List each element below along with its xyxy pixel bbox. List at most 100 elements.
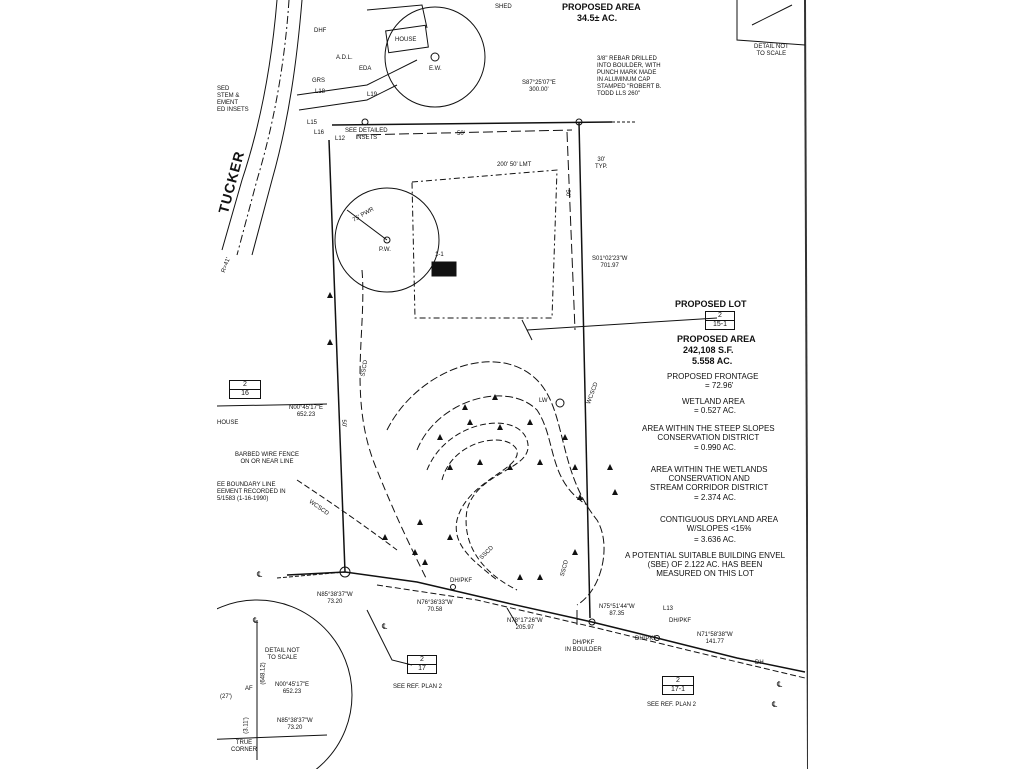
pw-label: P.W. [379,247,391,253]
inset-line-2 [217,734,328,740]
lw-marker [555,398,565,408]
corner-marker-dhpkf3 [588,618,596,626]
inset-af-label: AF [245,686,253,692]
ref-box-1-bottom: 17 [418,665,426,672]
ref-box-2-top: 2 [663,677,693,686]
lot-id-bottom: 15-1 [712,321,727,328]
ref-box-1-top: 2 [408,656,436,665]
ref-plan-2: SEE REF. PLAN 2 [647,702,697,708]
top-area-value: 34.5± AC. [577,13,618,23]
lot-area-heading: PROPOSED AREA [677,334,756,344]
inset-bearing-1: N00°45'17"E 652.23 [275,682,310,695]
ref-plan-1: SEE REF. PLAN 2 [393,684,443,690]
wetland-boundary-inner [416,395,588,506]
setback-east [566,131,576,331]
bearing-top: S87°25'07"E 300.00' [522,80,556,93]
frontage-value: = 72.96' [705,381,734,390]
plan-linework [217,0,808,769]
wetland-stream [296,479,398,551]
detail-top-note: DETAIL NOT TO SCALE [754,44,789,57]
sbe-note: A POTENTIAL SUITABLE BUILDING ENVEL (SBE… [625,551,786,578]
detail-bottom-note: DETAIL NOT TO SCALE [265,648,300,661]
grs-label: GRS [312,78,326,84]
fence-note: BARBED WIRE FENCE ON OR NEAR LINE [235,452,300,465]
dh-end-label: DH [755,660,764,666]
dh-pkf-boulder: DH/PKF IN BOULDER [565,640,602,653]
lmt-label: 200' 50' LMT [497,162,532,168]
dryland-heading: CONTIGUOUS DRYLAND AREA W/SLOPES <15% [660,515,779,533]
bearing-front-5: N71°58'38"W 141.77 [697,632,733,645]
lot-id-box: 2 15-1 [705,311,735,330]
pw-well [383,236,391,244]
inset-dim-1: (648.12) [260,662,267,685]
bearing-front-3: N78°17'26"W 205.97 [507,618,543,631]
bearing-front-2: N76°36'33"W 70.58 [417,600,453,613]
sheet-edge [804,0,808,769]
tucker-road-center [236,0,290,256]
corner-marker-east [575,118,583,126]
lot-label-leader [526,317,718,331]
abutter-line [217,403,328,407]
l13-label: L13 [663,606,674,612]
typ-label: 30' TYP. [595,157,608,170]
frontage-line [286,571,806,673]
tucker-road-edge-1 [221,0,278,251]
centerline-bottom: ℄ [772,700,778,709]
wetland-value: = 0.527 AC. [694,406,737,415]
dh-pkf-1: DH/PKF [450,578,473,584]
house-top-label: HOUSE [395,37,417,43]
lot-line-east [578,121,591,619]
corner-marker-front [339,566,351,578]
bearing-front-4: N75°51'44"W 87.35 [599,604,635,617]
dh-pkf-3: DH/PKF [635,636,658,642]
adl-label: A.D.L. [336,55,353,61]
dhf-label: DHF [314,28,327,34]
centerline-inset: ℄ [253,616,259,625]
frontage-heading: PROPOSED FRONTAGE [667,372,759,381]
wetland-district-heading: AREA WITHIN THE WETLANDS CONSERVATION AN… [650,465,769,492]
tucker-road-edge-2 [251,0,303,256]
house-top-outline [366,4,428,29]
corner-marker-dhpkf2 [654,635,660,641]
detail-top-arrow [751,4,793,26]
wetland-loop [426,422,529,591]
lot-area-sf: 242,108 S.F. [683,345,734,355]
rebar-note: 3/8" REBAR DRILLED INTO BOULDER, WITH PU… [597,56,662,97]
l15-label: L15 [307,120,318,126]
shed-label: SHED [495,4,512,10]
slope-symbols [327,292,618,580]
steep-value: = 0.990 AC. [694,443,737,452]
inset-dim-3: (27') [220,694,232,700]
survey-plan-sheet: PROPOSED AREA 34.5± AC. SHED HOUSE E.W. … [217,0,808,769]
pw-radius-line [346,209,388,241]
driveway [296,59,418,96]
lot-tag: 1-1 [435,252,444,258]
top-area-heading: PROPOSED AREA [562,2,641,12]
boundary-note: EE BOUNDARY LINE EEMENT RECORDED IN 5/15… [217,482,286,502]
centerline-right: ℄ [777,680,783,689]
ew-well-label: E.W. [429,66,442,72]
lw-label: LW [539,398,548,404]
driveway-2 [298,84,398,111]
setback-north [356,129,573,136]
dh-pkf-2: DH/PKF [669,618,692,624]
dryland-value: = 3.636 AC. [694,535,737,544]
lot-line-west [328,139,346,573]
steep-slope-boundary [359,269,428,581]
lot-leader-tick [521,319,533,341]
centerline-mid: ℄ [382,622,388,631]
setback-top-label: 50' [457,131,465,137]
abutter-id-top: 2 [230,381,260,390]
lot-area-ac: 5.558 AC. [692,356,733,366]
ref-box-2: 2 17-1 [662,676,694,695]
see-detailed-insets: SEE DETAILED INSETS [345,128,388,141]
ew-well-radius [384,6,486,108]
house-left-label: HOUSE [217,420,239,426]
l18-label: L18 [315,89,326,95]
lot-line-north [331,121,613,126]
corner-marker-dhpkf [450,584,456,590]
detail-inset-circle [217,599,353,769]
left-edge-note: SED STEM & EMENT ED INSETS [217,86,249,113]
lot-heading: PROPOSED LOT [675,299,747,309]
ew-well [430,52,440,62]
